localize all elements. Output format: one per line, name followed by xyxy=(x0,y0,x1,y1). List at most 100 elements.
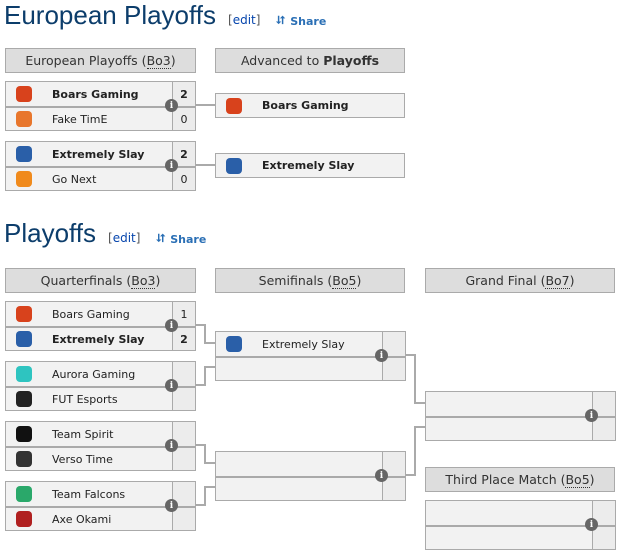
team-score: 2 xyxy=(172,142,195,166)
advanced-prefix: Advanced to xyxy=(240,53,324,68)
bo-abbr: Bo7 xyxy=(545,272,570,289)
edit-link-playoffs[interactable]: [edit] xyxy=(108,231,141,245)
edit-link-european[interactable]: [edit] xyxy=(228,13,261,27)
team-score xyxy=(592,527,615,549)
connector-line xyxy=(204,462,215,464)
team-row[interactable]: Team Spirit xyxy=(6,422,195,446)
round-label: Quarterfinals ( xyxy=(40,273,132,288)
team-row[interactable] xyxy=(426,525,615,549)
european-round-header: European Playoffs (Bo3) xyxy=(5,48,196,73)
team-logo-icon xyxy=(10,306,38,322)
team-logo-icon xyxy=(10,451,38,467)
team-name: Boars Gaming xyxy=(52,307,130,321)
team-score xyxy=(172,362,195,386)
connector-line xyxy=(204,486,215,488)
third-place-header: Third Place Match (Bo5) xyxy=(425,467,615,492)
match-info-icon[interactable]: i xyxy=(165,499,178,512)
connector-line xyxy=(204,366,206,386)
team-logo-icon xyxy=(10,486,38,502)
match xyxy=(215,451,406,501)
team-score: 1 xyxy=(172,302,195,326)
bo-abbr: Bo5 xyxy=(565,471,590,488)
team-row[interactable]: Aurora Gaming xyxy=(6,362,195,386)
team-logo-icon xyxy=(226,157,242,174)
connector-line xyxy=(204,444,206,464)
team-row[interactable]: FUT Esports xyxy=(6,386,195,410)
edit-label[interactable]: edit xyxy=(232,13,256,27)
team-row[interactable]: Axe Okami xyxy=(6,506,195,530)
team-logo-icon xyxy=(10,171,38,187)
bo-abbr: Bo5 xyxy=(332,272,357,289)
team-row[interactable]: Team Falcons xyxy=(6,482,195,506)
team-score xyxy=(172,388,195,410)
team-row[interactable] xyxy=(216,452,405,476)
team-score xyxy=(592,392,615,416)
team-logo-icon xyxy=(220,157,248,174)
connector-line xyxy=(204,324,206,344)
share-button-playoffs[interactable]: ⮃Share xyxy=(156,232,206,246)
team-name: Boars Gaming xyxy=(262,99,349,112)
match-info-icon[interactable]: i xyxy=(165,319,178,332)
match-info-icon[interactable]: i xyxy=(165,99,178,112)
round-label: Third Place Match ( xyxy=(445,472,566,487)
team-name: Extremely Slay xyxy=(262,337,345,351)
match-info-icon[interactable]: i xyxy=(165,379,178,392)
team-row[interactable] xyxy=(426,501,615,525)
team-score xyxy=(382,478,405,500)
team-logo-icon xyxy=(16,86,32,102)
bo-abbr: Bo3 xyxy=(131,272,156,289)
connector-line xyxy=(414,426,425,428)
edit-label[interactable]: edit xyxy=(112,231,136,245)
team-logo-icon xyxy=(16,331,32,347)
team-row[interactable] xyxy=(426,416,615,440)
team-name: Axe Okami xyxy=(52,512,112,526)
connector-line xyxy=(204,486,206,506)
team-name: Team Falcons xyxy=(52,487,126,501)
team-logo-icon xyxy=(16,486,32,502)
team-name: Extremely Slay xyxy=(52,332,145,346)
connector-line xyxy=(414,402,425,404)
team-score: 2 xyxy=(172,328,195,350)
team-name: Aurora Gaming xyxy=(52,367,136,381)
team-name: Fake TimE xyxy=(52,112,108,126)
team-name: Boars Gaming xyxy=(52,87,139,101)
team-row[interactable]: Extremely Slay xyxy=(216,332,405,356)
advanced-team: Extremely Slay xyxy=(215,153,405,178)
match-info-icon[interactable]: i xyxy=(585,518,598,531)
match-info-icon[interactable]: i xyxy=(165,159,178,172)
match-info-icon[interactable]: i xyxy=(165,439,178,452)
match-info-icon[interactable]: i xyxy=(585,409,598,422)
team-logo-icon xyxy=(16,451,32,467)
advanced-team: Boars Gaming xyxy=(215,93,405,118)
bo-abbr: Bo3 xyxy=(146,52,171,69)
team-score xyxy=(382,332,405,356)
team-logo-icon xyxy=(226,97,242,114)
connector-line xyxy=(204,366,215,368)
advanced-target: Playoffs xyxy=(323,53,380,68)
team-logo-icon xyxy=(16,511,32,527)
team-score xyxy=(382,358,405,380)
match-info-icon[interactable]: i xyxy=(375,349,388,362)
share-button-european[interactable]: ⮃Share xyxy=(276,14,326,28)
team-score xyxy=(172,508,195,530)
team-row[interactable]: Boars Gaming 1 xyxy=(6,302,195,326)
team-score xyxy=(592,418,615,440)
team-logo-icon xyxy=(220,336,248,352)
team-logo-icon xyxy=(16,306,32,322)
team-row[interactable]: Verso Time xyxy=(6,446,195,470)
team-row[interactable] xyxy=(216,476,405,500)
section-heading-playoffs: Playoffs [edit] ⮃Share xyxy=(4,218,206,249)
team-logo-icon xyxy=(16,111,32,127)
team-row[interactable] xyxy=(216,356,405,380)
team-row[interactable]: Extremely Slay 2 xyxy=(6,326,195,350)
team-row[interactable] xyxy=(426,392,615,416)
match-info-icon[interactable]: i xyxy=(375,469,388,482)
